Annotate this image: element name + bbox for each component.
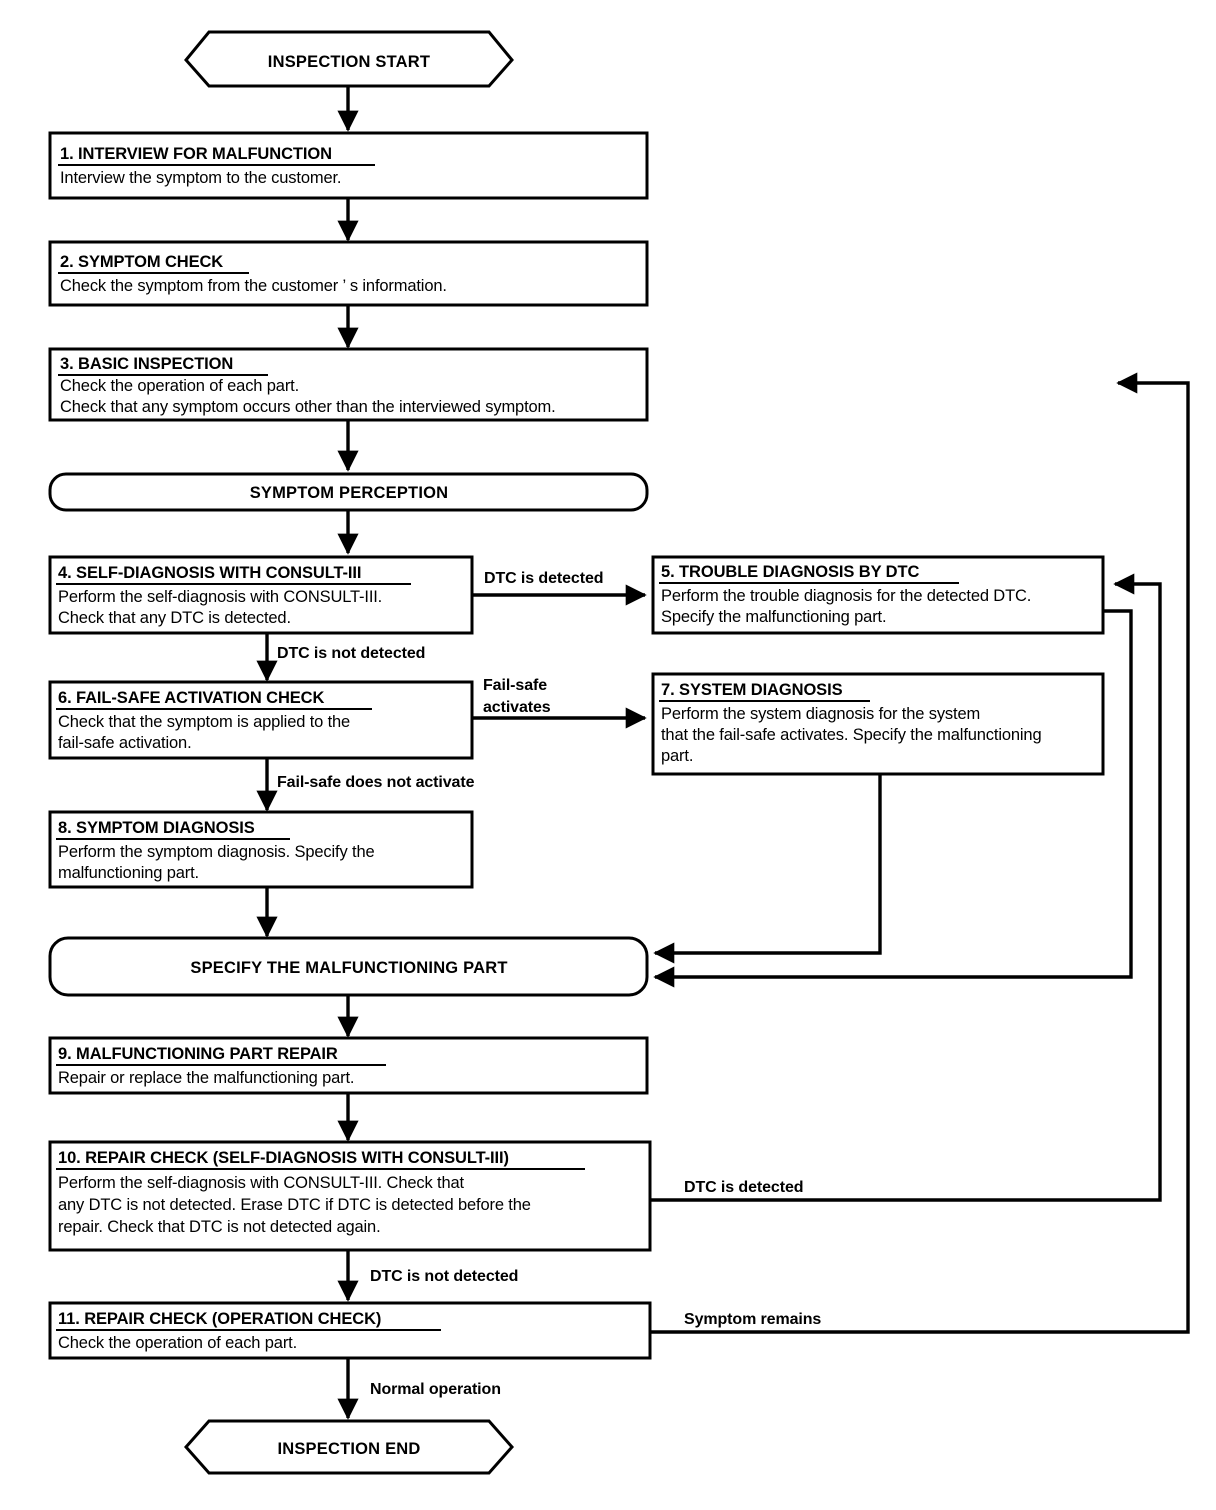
step-3-line-1: Check that any symptom occurs other than… — [60, 398, 556, 416]
step-11-title: 11. REPAIR CHECK (OPERATION CHECK) — [58, 1310, 381, 1328]
step-3-title: 3. BASIC INSPECTION — [60, 355, 233, 373]
step-10-line-0: Perform the self-diagnosis with CONSULT-… — [58, 1174, 464, 1192]
edge-label-symptom-remains: Symptom remains — [684, 1311, 821, 1328]
edge-label-normal-operation: Normal operation — [370, 1381, 501, 1398]
edge-label-failsafe-not-activate: Fail-safe does not activate — [277, 774, 475, 791]
node-step-5[interactable]: 5. TROUBLE DIAGNOSIS BY DTC Perform the … — [651, 555, 1105, 635]
step-1-line-0: Interview the symptom to the customer. — [60, 169, 341, 187]
step-5-line-0: Perform the trouble diagnosis for the de… — [661, 587, 1031, 605]
symptom-perception-label: SYMPTOM PERCEPTION — [250, 484, 449, 502]
node-inspection-start[interactable]: INSPECTION START — [184, 30, 514, 88]
step-10-line-1: any DTC is not detected. Erase DTC if DT… — [58, 1196, 531, 1214]
edge-label-dtc-not-detected-4: DTC is not detected — [277, 645, 425, 662]
node-step-8[interactable]: 8. SYMPTOM DIAGNOSIS Perform the symptom… — [48, 810, 474, 889]
node-step-10[interactable]: 10. REPAIR CHECK (SELF-DIAGNOSIS WITH CO… — [48, 1140, 652, 1252]
edge-label-failsafe-activates-2: activates — [483, 699, 551, 716]
edge-5-to-specify — [653, 609, 1133, 988]
edge-11-to-3 — [650, 372, 1190, 1334]
step-9-title: 9. MALFUNCTIONING PART REPAIR — [58, 1045, 338, 1063]
node-symptom-perception[interactable]: SYMPTOM PERCEPTION — [48, 472, 649, 512]
node-step-7[interactable]: 7. SYSTEM DIAGNOSIS Perform the system d… — [651, 672, 1105, 776]
edge-label-dtc-detected-10: DTC is detected — [684, 1179, 803, 1196]
edge-7-to-specify — [653, 775, 882, 964]
step-7-title: 7. SYSTEM DIAGNOSIS — [661, 681, 843, 699]
node-step-1[interactable]: 1. INTERVIEW FOR MALFUNCTION Interview t… — [48, 131, 649, 200]
inspection-start-label: INSPECTION START — [268, 53, 430, 71]
edge-label-failsafe-activates-1: Fail-safe — [483, 677, 547, 694]
step-10-title: 10. REPAIR CHECK (SELF-DIAGNOSIS WITH CO… — [58, 1149, 509, 1167]
inspection-end-label: INSPECTION END — [277, 1440, 420, 1458]
step-1-title: 1. INTERVIEW FOR MALFUNCTION — [60, 145, 332, 163]
step-2-line-0: Check the symptom from the customer ’ s … — [60, 277, 447, 295]
step-2-title: 2. SYMPTOM CHECK — [60, 253, 223, 271]
specify-label: SPECIFY THE MALFUNCTIONING PART — [190, 959, 507, 977]
step-8-line-1: malfunctioning part. — [58, 864, 199, 882]
node-specify-malfunctioning-part[interactable]: SPECIFY THE MALFUNCTIONING PART — [48, 936, 649, 997]
step-4-title: 4. SELF-DIAGNOSIS WITH CONSULT-III — [58, 564, 361, 582]
node-inspection-end[interactable]: INSPECTION END — [183, 1419, 515, 1475]
node-step-11[interactable]: 11. REPAIR CHECK (OPERATION CHECK) Check… — [48, 1301, 652, 1360]
node-step-4[interactable]: 4. SELF-DIAGNOSIS WITH CONSULT-III Perfo… — [48, 555, 474, 635]
step-7-line-1: that the fail-safe activates. Specify th… — [661, 726, 1041, 744]
step-3-line-0: Check the operation of each part. — [60, 377, 299, 395]
edge-10-to-5 — [650, 573, 1162, 1202]
step-8-title: 8. SYMPTOM DIAGNOSIS — [58, 819, 255, 837]
step-7-line-0: Perform the system diagnosis for the sys… — [661, 705, 980, 723]
step-7-line-2: part. — [661, 747, 693, 765]
step-11-line-0: Check the operation of each part. — [58, 1334, 297, 1352]
step-6-line-0: Check that the symptom is applied to the — [58, 713, 350, 731]
step-5-line-1: Specify the malfunctioning part. — [661, 608, 886, 626]
node-step-3[interactable]: 3. BASIC INSPECTION Check the operation … — [48, 347, 649, 422]
connectors — [256, 82, 1190, 1420]
step-5-title: 5. TROUBLE DIAGNOSIS BY DTC — [661, 563, 919, 581]
step-10-line-2: repair. Check that DTC is not detected a… — [58, 1218, 381, 1236]
step-6-line-1: fail-safe activation. — [58, 734, 192, 752]
node-step-9[interactable]: 9. MALFUNCTIONING PART REPAIR Repair or … — [48, 1036, 649, 1095]
step-8-line-0: Perform the symptom diagnosis. Specify t… — [58, 843, 375, 861]
step-4-line-1: Check that any DTC is detected. — [58, 609, 291, 627]
node-step-6[interactable]: 6. FAIL-SAFE ACTIVATION CHECK Check that… — [48, 680, 474, 760]
step-6-title: 6. FAIL-SAFE ACTIVATION CHECK — [58, 689, 324, 707]
edge-labels: DTC is detected DTC is not detected Fail… — [277, 570, 822, 1398]
step-4-line-0: Perform the self-diagnosis with CONSULT-… — [58, 588, 382, 606]
step-9-line-0: Repair or replace the malfunctioning par… — [58, 1069, 354, 1087]
edge-label-dtc-not-detected-10: DTC is not detected — [370, 1268, 518, 1285]
edge-label-dtc-detected-4: DTC is detected — [484, 570, 603, 587]
node-step-2[interactable]: 2. SYMPTOM CHECK Check the symptom from … — [48, 240, 649, 307]
